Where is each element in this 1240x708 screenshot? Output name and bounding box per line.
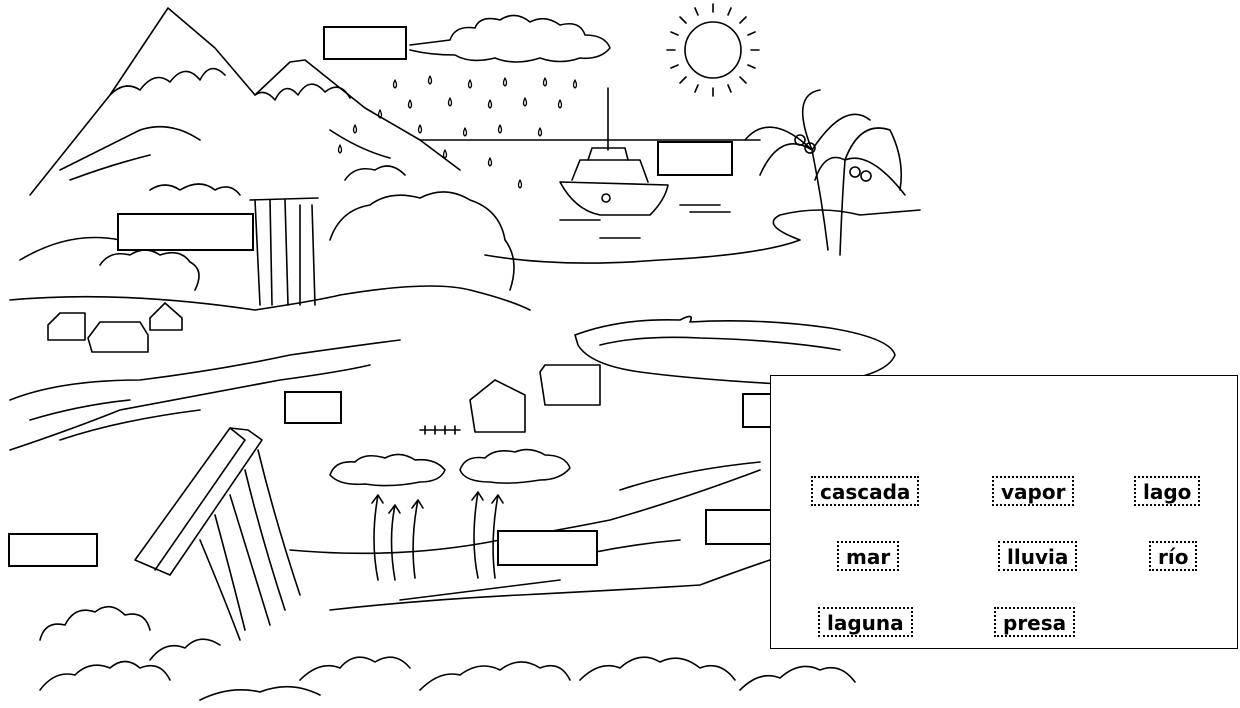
palm-trees [745, 90, 905, 255]
word-cascada[interactable]: cascada [811, 476, 919, 506]
rain-cloud [410, 15, 610, 62]
word-lago[interactable]: lago [1134, 476, 1200, 506]
answer-box-river[interactable] [284, 391, 342, 424]
bushes [40, 607, 855, 700]
waterfall [250, 198, 318, 305]
answer-box-cloud[interactable] [323, 26, 407, 60]
rain-drops [339, 76, 577, 188]
dam [135, 428, 300, 640]
word-rio[interactable]: río [1149, 541, 1197, 571]
word-bank-panel: cascada vapor lago mar lluvia río laguna… [770, 375, 1238, 649]
word-vapor[interactable]: vapor [992, 476, 1074, 506]
answer-box-lagoon[interactable] [705, 509, 775, 545]
word-laguna[interactable]: laguna [818, 607, 913, 637]
answer-box-waterfall[interactable] [117, 213, 254, 251]
word-presa[interactable]: presa [994, 607, 1075, 637]
answer-box-evaporation[interactable] [497, 530, 598, 566]
answer-box-dam[interactable] [8, 533, 98, 567]
sun [667, 4, 759, 96]
boat [560, 88, 668, 215]
word-mar[interactable]: mar [837, 541, 899, 571]
answer-box-sea[interactable] [657, 141, 733, 176]
word-lluvia[interactable]: lluvia [998, 541, 1077, 571]
